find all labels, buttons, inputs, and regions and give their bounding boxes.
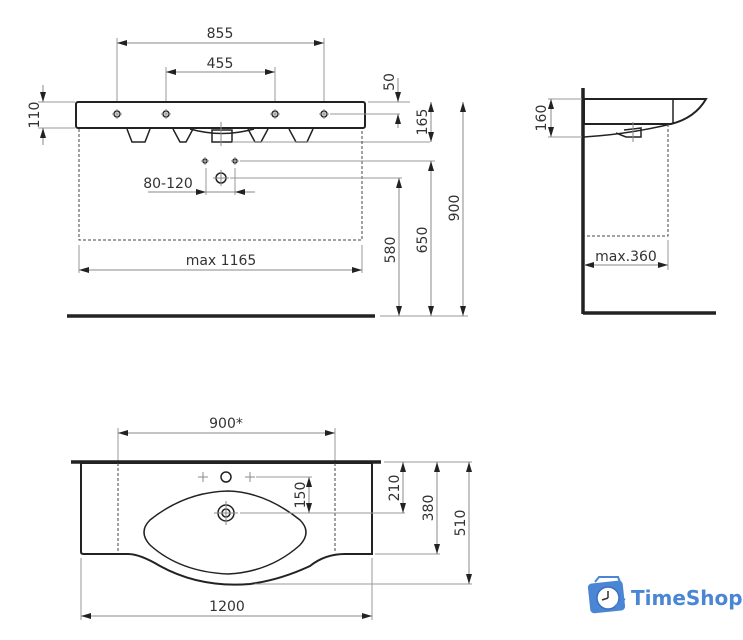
dim-650-label: 650 xyxy=(415,227,431,254)
dim-900-star-label: 900* xyxy=(209,416,243,432)
dim-165-label: 165 xyxy=(415,109,431,136)
dim-510-label: 510 xyxy=(453,510,469,537)
tap-hole-markers xyxy=(198,471,255,483)
dim-580-label: 580 xyxy=(383,237,399,264)
dim-380-label: 380 xyxy=(421,495,437,522)
side-view: 160 max.360 xyxy=(534,88,716,315)
bowl-outline xyxy=(143,490,307,575)
dim-max-1165-label: max 1165 xyxy=(186,253,257,269)
front-view: 855 455 110 xyxy=(27,26,468,318)
timeshop-logo: TimeShop xyxy=(587,576,743,614)
drain-marker xyxy=(214,501,238,525)
clock-bag-icon xyxy=(587,576,626,614)
dim-855-label: 855 xyxy=(207,26,234,42)
dim-1200-label: 1200 xyxy=(209,599,245,615)
dim-455-label: 455 xyxy=(207,56,234,72)
top-view: 900* 150 210 xyxy=(71,416,472,620)
dim-50-label: 50 xyxy=(382,73,398,91)
dim-110-label: 110 xyxy=(27,102,43,129)
dim-210-label: 210 xyxy=(387,475,403,502)
dim-900-label: 900 xyxy=(447,195,463,222)
dim-160-label: 160 xyxy=(534,105,550,132)
supply-markers xyxy=(201,157,239,186)
cabinet-outline xyxy=(78,129,363,241)
hole-markers xyxy=(112,109,329,119)
dim-max-360-label: max.360 xyxy=(595,249,657,265)
dim-80-120-label: 80-120 xyxy=(143,176,193,192)
basin-side-body xyxy=(583,98,708,125)
logo-text: TimeShop xyxy=(631,586,743,610)
dim-150-label: 150 xyxy=(293,482,309,509)
